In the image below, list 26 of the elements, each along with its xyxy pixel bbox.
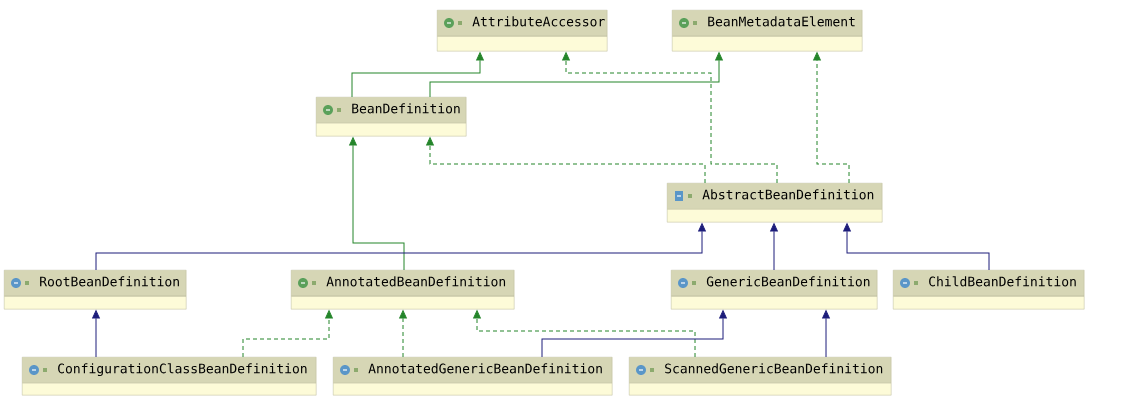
arrow [813,52,850,184]
arrow [426,137,706,184]
arrow [429,52,723,98]
class-box: BeanMetadataElement [672,10,863,52]
arrow [473,310,696,358]
arrow [92,310,100,358]
arrow [242,310,333,358]
arrow [843,223,990,271]
class-box: AnnotatedBeanDefinition [291,270,515,310]
class-box: ConfigurationClassBeanDefinition [22,357,317,396]
class-box: AbstractBeanDefinition [667,183,883,223]
class-box: GenericBeanDefinition [671,270,878,310]
arrow [95,223,706,271]
class-box: AnnotatedGenericBeanDefinition [333,357,613,396]
arrow [351,52,484,98]
arrow [399,310,407,358]
arrow [541,310,727,358]
arrow [822,310,830,358]
arrow [562,52,778,184]
arrow [349,137,405,271]
class-box: BeanDefinition [316,97,467,137]
class-box: RootBeanDefinition [4,270,187,310]
class-box: AttributeAccessor [437,10,608,52]
arrow [770,223,778,271]
class-box: ScannedGenericBeanDefinition [629,357,892,396]
class-box: ChildBeanDefinition [893,270,1085,310]
